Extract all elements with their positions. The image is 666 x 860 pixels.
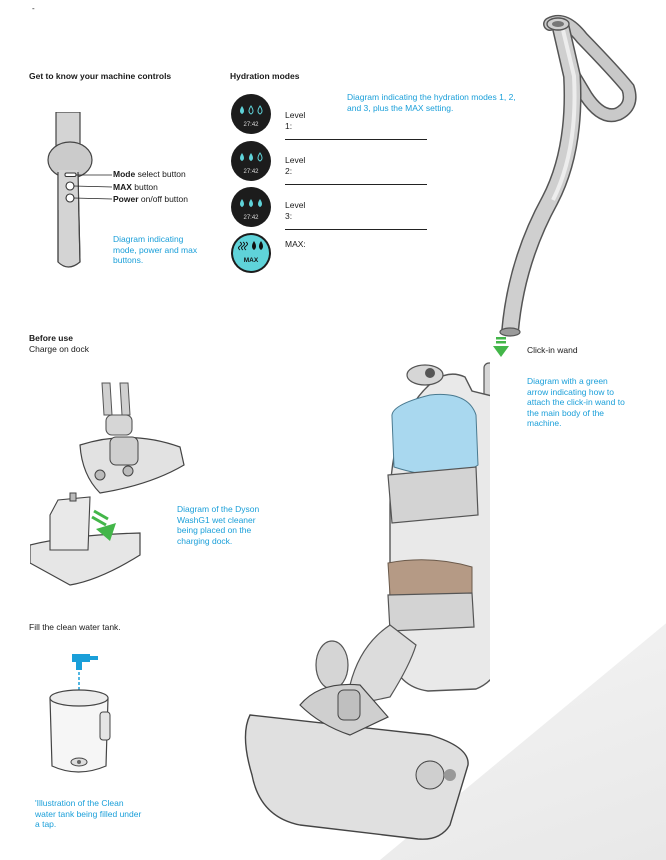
top-mark: -: [32, 4, 35, 13]
dirty-water-tank: [387, 559, 473, 598]
handle-diagram: [47, 112, 113, 268]
screen-readout: 27:42: [243, 169, 259, 175]
screen-readout: 27:42: [243, 122, 259, 128]
green-arrow-icon: [493, 337, 509, 357]
clean-water-tank: [391, 393, 479, 476]
power-button: [65, 193, 75, 203]
level-label: MAX:: [285, 239, 306, 249]
before-use-heading: Before use: [29, 333, 73, 343]
tap-icon: [72, 654, 90, 670]
level-label: Level 2:: [285, 155, 306, 176]
fill-caption: 'Illustration of the Clean water tank be…: [35, 798, 142, 829]
power-label-rest: on/off button: [138, 194, 188, 204]
mode-label-rest: select button: [135, 169, 186, 179]
droplet-dial-icon: 27:42: [231, 141, 271, 181]
mode-label: Mode select button: [113, 169, 186, 180]
max-label: MAX button: [113, 182, 158, 193]
screen-readout: 27:42: [243, 215, 259, 221]
before-use-caption: Diagram of the Dyson WashG1 wet cleaner …: [177, 504, 260, 546]
wand-stub-tube: [483, 362, 490, 404]
screen-readout: MAX: [244, 257, 259, 264]
hydration-caption: Diagram indicating the hydration modes 1…: [347, 92, 516, 113]
screen-dial-max: MAX: [230, 232, 272, 274]
machine-illustration: [244, 362, 490, 840]
max-button: [65, 181, 75, 191]
level-label: Level 1:: [285, 110, 306, 131]
wand-caption: Diagram with a green arrow indicating ho…: [527, 376, 625, 428]
mode-button: [64, 172, 77, 177]
max-label-bold: MAX: [113, 182, 132, 192]
max-label-rest: button: [131, 182, 158, 192]
hydration-levels: 27:42 Level 1: 27:42 Level 2: 27: [230, 93, 430, 283]
max-dial-icon: MAX: [231, 233, 271, 273]
wand-illustration: [499, 14, 637, 337]
screen-dial-2: 27:42: [230, 140, 272, 182]
mode-label-bold: Mode: [113, 169, 136, 179]
screen-dial-3: 27:42: [230, 186, 272, 228]
screen-dial-1: 27:42: [230, 93, 272, 135]
green-arrow-icon: [91, 509, 116, 541]
power-label-bold: Power: [113, 194, 139, 204]
droplet-dial-icon: 27:42: [231, 187, 271, 227]
droplet-dial-icon: 27:42: [231, 94, 271, 134]
cleaner-head: [244, 714, 469, 840]
wand-label: Click-in wand: [527, 345, 578, 355]
fill-heading: Fill the clean water tank.: [29, 622, 121, 632]
tank-illustration: [49, 654, 111, 773]
level-label: Level 3:: [285, 200, 306, 221]
hydration-heading: Hydration modes: [230, 71, 300, 81]
before-use-sub: Charge on dock: [29, 344, 90, 354]
dock-diagram: [30, 382, 185, 586]
power-label: Power on/off button: [113, 194, 188, 205]
controls-heading: Get to know your machine controls: [29, 71, 172, 81]
controls-caption: Diagram indicating mode, power and max b…: [113, 234, 198, 265]
